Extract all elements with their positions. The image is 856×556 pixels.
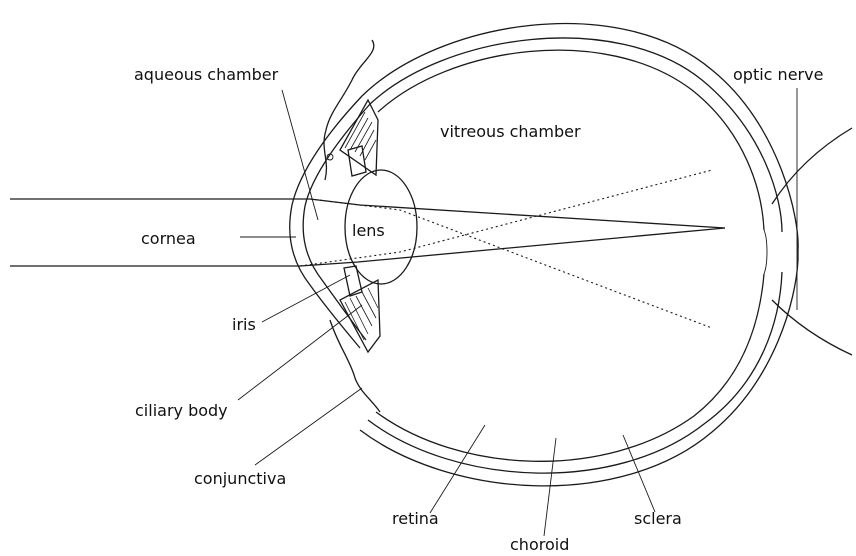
leader-conjunctiva	[255, 388, 362, 465]
leader-sclera	[623, 435, 655, 512]
label-conjunctiva: conjunctiva	[194, 469, 286, 488]
label-retina: retina	[392, 509, 439, 528]
iris-lower	[344, 266, 362, 296]
leader-aqueous-chamber	[282, 90, 318, 220]
ciliary-body-upper	[340, 100, 378, 175]
dotted-ray-upper-to-lower	[310, 199, 712, 328]
leader-iris	[262, 275, 350, 322]
ciliary-body-lower	[340, 280, 380, 352]
label-aqueous-chamber: aqueous chamber	[134, 65, 279, 84]
label-choroid: choroid	[510, 535, 569, 554]
optic-nerve-upper-edge	[772, 128, 852, 204]
label-vitreous-chamber: vitreous chamber	[440, 122, 581, 141]
sclera-outline	[360, 24, 798, 486]
label-iris: iris	[232, 315, 256, 334]
label-lens: lens	[352, 221, 385, 240]
retina-outline	[376, 50, 764, 461]
label-ciliary-body: ciliary body	[135, 401, 228, 420]
lower-eyelid-outline	[330, 320, 380, 412]
dotted-ray-lower-to-upper	[300, 170, 712, 266]
optic-disc-outline	[764, 230, 767, 274]
label-sclera: sclera	[634, 509, 682, 528]
label-optic-nerve: optic nerve	[733, 65, 823, 84]
label-cornea: cornea	[141, 229, 196, 248]
leader-choroid	[544, 438, 556, 536]
